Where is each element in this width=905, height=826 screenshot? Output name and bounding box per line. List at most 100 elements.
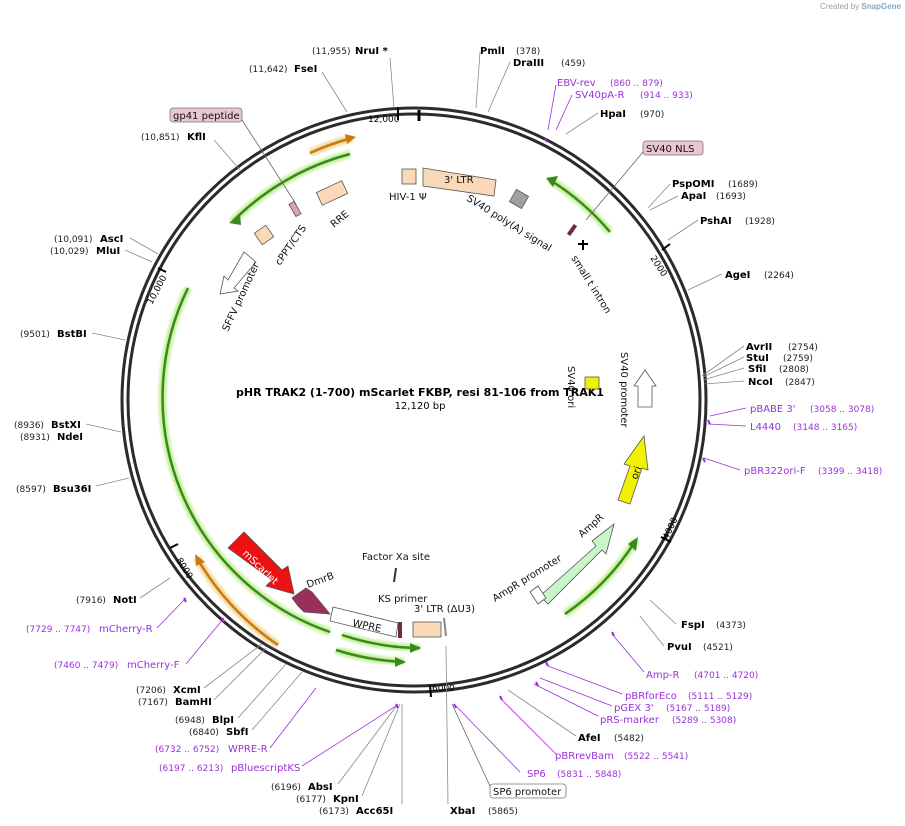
leader-bsu36i	[95, 477, 130, 487]
leader-pbluescript	[301, 705, 397, 767]
orf-arc-bottom1-glow	[340, 631, 421, 652]
leader-nrui	[389, 57, 395, 109]
site-pos-apai: (1693)	[716, 192, 746, 202]
small-t-label: small t intron	[568, 254, 612, 316]
site-pos-xbai: (5865)	[488, 807, 518, 817]
site-pos-pspomi: (1689)	[728, 180, 758, 190]
primer-name-mcherryr: mCherry-R	[99, 624, 153, 635]
site-pos-afei: (5482)	[614, 734, 644, 744]
ori-arrow	[617, 434, 649, 505]
orange-arrowhead-bottom	[195, 554, 205, 566]
leader-afei	[507, 689, 577, 737]
site-name-noti: NotI	[113, 595, 137, 606]
leader-sbfi	[251, 671, 303, 731]
primer-range-pbr322ori: (3399 .. 3418)	[818, 467, 882, 477]
leader-kpni	[361, 703, 401, 797]
gp41-box	[169, 107, 243, 123]
factor-xa-label: Factor Xa site	[362, 552, 430, 563]
primer-name-ampr: Amp-R	[646, 670, 680, 681]
site-name-draiii: DraIII	[513, 58, 544, 69]
credit-prefix: Created by	[820, 2, 860, 11]
leader-mlui	[124, 249, 153, 263]
site-pos-kpni: (6177)	[296, 795, 326, 805]
orf-arc-ampr	[564, 539, 638, 616]
sv40ori-label: SV40 ori	[565, 366, 576, 408]
leader-kfli	[213, 139, 241, 171]
primer-name-pbr322ori: pBR322ori-F	[744, 466, 806, 477]
site-name-sbfi: SbfI	[226, 727, 248, 738]
cppt-box	[288, 200, 302, 218]
ltr3-du3-label: 3' LTR (ΔU3)	[414, 604, 475, 615]
site-pos-sbfi: (6840)	[189, 728, 219, 738]
sv40polya-label: SV40 poly(A) signal	[464, 193, 553, 254]
leader-pvui	[639, 615, 665, 647]
backbone-outer	[120, 106, 708, 694]
site-name-absi: AbsI	[308, 782, 333, 793]
site-pos-stui: (2759)	[783, 354, 813, 364]
primer-tick-left2	[221, 617, 225, 623]
primer-tick-pbabe	[707, 419, 711, 425]
site-pos-acc65i: (6173)	[319, 807, 349, 817]
site-name-hpai: HpaI	[600, 109, 626, 120]
orf-arrowhead-top	[229, 214, 241, 225]
sv40nls-box	[642, 140, 704, 156]
leader-bstxi	[85, 423, 122, 433]
dmrb-arrow	[291, 587, 331, 615]
leader-apai	[649, 195, 679, 211]
leader-wprer	[269, 687, 317, 749]
primer-range-wprer: (6732 .. 6752)	[155, 745, 219, 755]
snapgene-credit: Created by SnapGene	[820, 2, 901, 11]
site-pos-bstxi: (8936)	[14, 421, 44, 431]
leader-sfii	[702, 367, 745, 381]
site-name-pvui: PvuI	[667, 642, 692, 653]
ori-label: ori	[629, 465, 644, 481]
site-pos-bstbi: (9501)	[20, 330, 50, 340]
site-pos-agei: (2264)	[764, 271, 794, 281]
small-t-box	[566, 223, 578, 237]
site-name-fsei: FseI	[294, 64, 317, 75]
site-name-avrii: AvrII	[746, 342, 772, 353]
site-pos-absi: (6196)	[271, 783, 301, 793]
primer-tick-bottom1	[545, 661, 549, 667]
site-pos-bamhi: (7167)	[138, 698, 168, 708]
gp41-leader	[241, 119, 297, 205]
primer-name-wprer: WPRE-R	[228, 744, 268, 755]
site-name-apai: ApaI	[681, 191, 706, 202]
leader-bstbi	[91, 332, 126, 341]
leader-xcmi	[203, 643, 263, 689]
site-name-sfii: SfiI	[748, 364, 766, 375]
sv40polya-box	[508, 188, 530, 210]
primer-name-prsmarker: pRS-marker	[600, 715, 660, 726]
primer-name-pbabe: pBABE 3'	[750, 404, 796, 415]
sv40promoter-label: SV40 promoter	[618, 352, 629, 428]
orf-arc-right-glow	[547, 176, 614, 235]
primer-range-pbluescript: (6197 .. 6213)	[159, 764, 223, 774]
site-pos-bsu36i: (8597)	[16, 485, 46, 495]
leader-sv40par	[555, 94, 573, 131]
tick-10000	[157, 267, 167, 273]
sp6-promoter-box	[489, 783, 567, 799]
leader-pgex3	[539, 677, 613, 707]
wpre-arrow	[329, 606, 399, 638]
wpre-marker	[398, 622, 402, 638]
site-name-afei: AfeI	[578, 733, 601, 744]
leader-sp6	[455, 705, 521, 773]
site-pos-pvui: (4521)	[703, 643, 733, 653]
leader-pshai	[667, 219, 699, 241]
sv40promoter-arrow	[633, 369, 657, 408]
rre-label: RRE	[329, 209, 352, 230]
primer-name-mcherryf: mCherry-F	[127, 660, 180, 671]
site-pos-blpi: (6948)	[175, 716, 205, 726]
leader-pbrforeco	[547, 665, 623, 695]
leader-pbrrevbam	[499, 697, 557, 755]
orange-arc-top	[309, 136, 353, 155]
ltr3-label: 3' LTR	[444, 175, 474, 186]
ltr3-du3-mark	[443, 617, 447, 637]
site-pos-avrii: (2754)	[788, 343, 818, 353]
leader-mcherryr	[156, 597, 187, 629]
leader-stui	[702, 356, 745, 378]
primer-name-sv40par: SV40pA-R	[575, 90, 624, 101]
primer-name-sp6: SP6	[527, 769, 546, 780]
backbone-inner	[126, 112, 702, 688]
site-name-mlui: MluI	[96, 246, 120, 257]
